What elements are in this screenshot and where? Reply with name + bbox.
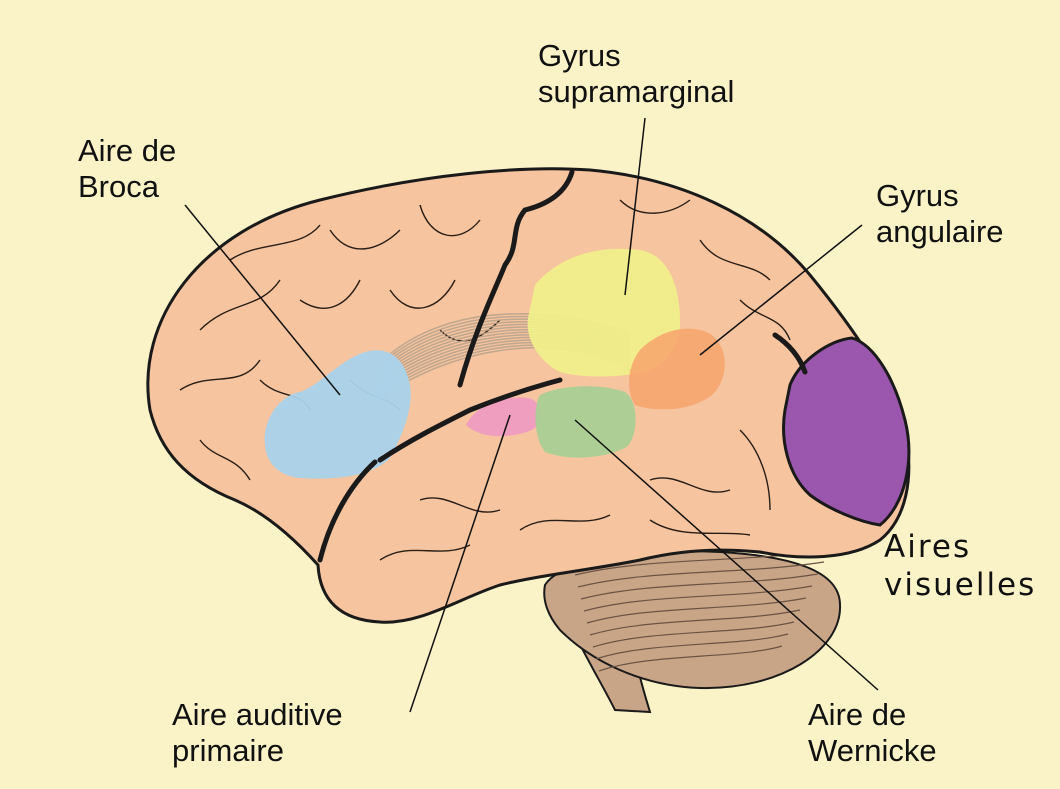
label-auditory-line2: primaire <box>172 733 343 769</box>
label-broca-line1: Aire de <box>78 133 176 169</box>
label-angular-line1: Gyrus <box>876 178 1004 214</box>
label-broca-area: Aire de Broca <box>78 133 176 205</box>
label-angular-line2: angulaire <box>876 214 1004 250</box>
label-supramarginal-gyrus: Gyrus supramarginal <box>538 38 734 110</box>
label-auditory-line1: Aire auditive <box>172 697 343 733</box>
label-primary-auditory-area: Aire auditive primaire <box>172 697 343 769</box>
label-broca-line2: Broca <box>78 169 176 205</box>
label-wernicke-line2: Wernicke <box>808 733 937 769</box>
label-visual-line1: Aires <box>884 528 1036 566</box>
label-visual-areas: Aires visuelles <box>884 528 1036 604</box>
label-wernicke-area: Aire de Wernicke <box>808 697 937 769</box>
label-wernicke-line1: Aire de <box>808 697 937 733</box>
label-visual-line2: visuelles <box>884 566 1036 604</box>
label-supramarginal-line1: Gyrus <box>538 38 734 74</box>
label-angular-gyrus: Gyrus angulaire <box>876 178 1004 250</box>
wernicke-area <box>535 386 635 457</box>
label-supramarginal-line2: supramarginal <box>538 74 734 110</box>
